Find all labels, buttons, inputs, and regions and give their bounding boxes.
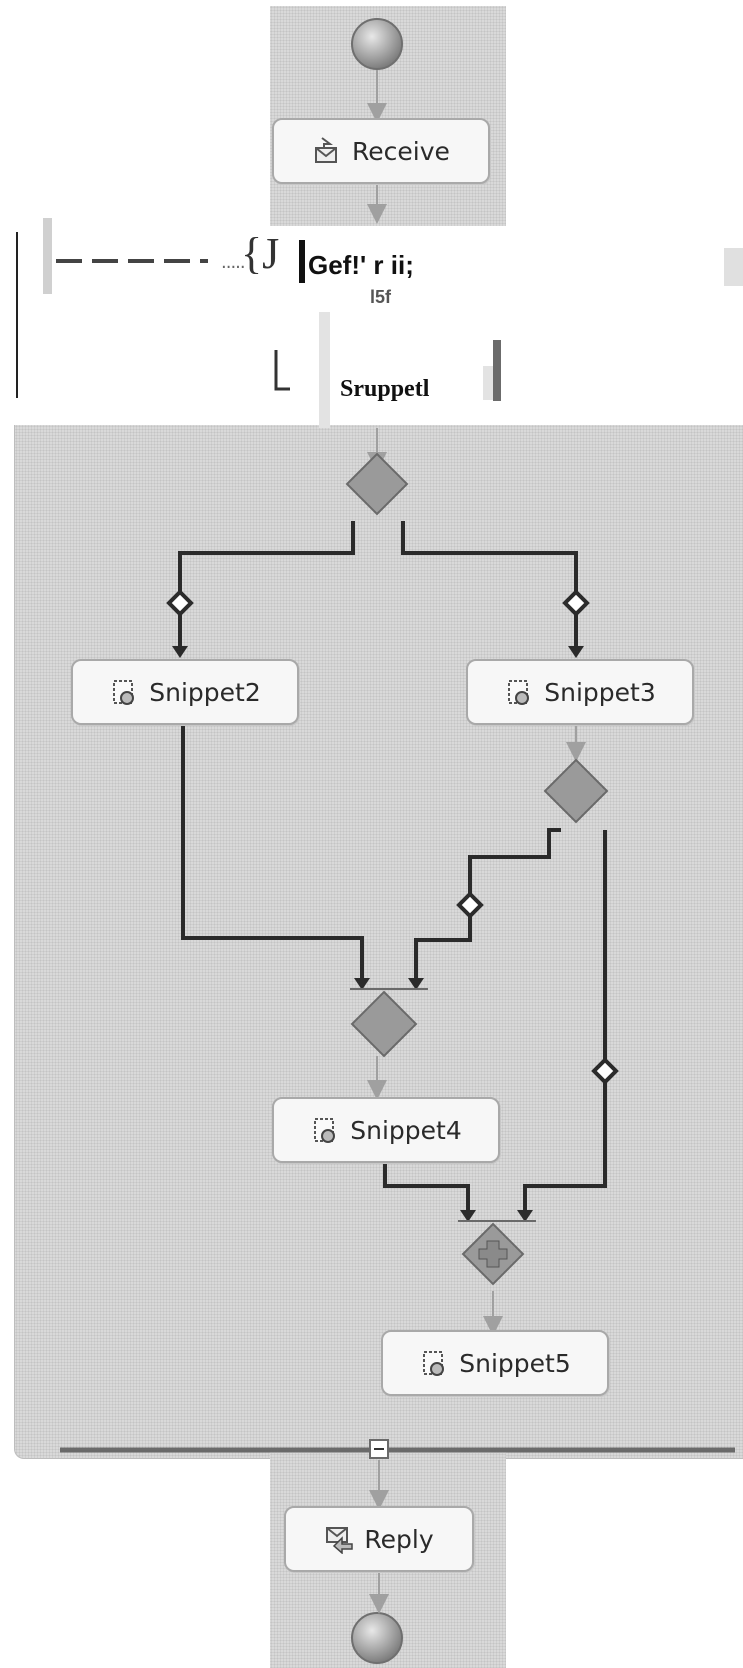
snippet1-frame-left: [319, 312, 330, 428]
sub-fragment: l5f: [370, 287, 392, 307]
receive-icon: [315, 137, 338, 163]
snippet-icon: [314, 1118, 336, 1143]
plus-icon: [478, 1240, 508, 1268]
brace-fragment: {J: [241, 229, 280, 278]
reply-node[interactable]: Reply: [284, 1506, 474, 1572]
gray-bar-right: [724, 248, 743, 286]
snippet5-node[interactable]: Snippet5: [381, 1330, 609, 1396]
snippet2-node[interactable]: Snippet2: [71, 659, 299, 725]
snippet2-label: Snippet2: [149, 677, 261, 707]
snippet-icon: [508, 680, 530, 705]
snippet3-node[interactable]: Snippet3: [466, 659, 694, 725]
condition-marker[interactable]: [456, 891, 484, 919]
link-snippet4-join2: [383, 1162, 470, 1210]
reply-icon: [326, 1527, 354, 1554]
condition-marker[interactable]: [166, 589, 194, 617]
link-gw3-join1: [414, 828, 561, 978]
link-gw3-join2: [523, 830, 607, 1210]
link-fork-snippet2: [178, 521, 355, 646]
snippet4-label: Snippet4: [350, 1115, 462, 1145]
snippet1-frame-right: [483, 366, 494, 400]
snippet-icon: [423, 1351, 445, 1376]
dots-fragment: .....: [221, 252, 246, 273]
join1-gateway[interactable]: [350, 990, 418, 1058]
receive-node[interactable]: Receive: [272, 118, 490, 184]
parallel-activities-area: [14, 425, 743, 1459]
fork-gateway[interactable]: [345, 452, 409, 516]
snippet5-label: Snippet5: [459, 1348, 571, 1378]
gray-bar-left: [43, 218, 52, 294]
snippet1-label[interactable]: Sruppetl: [340, 376, 430, 402]
link-fork-snippet3: [401, 521, 578, 646]
bracket-bar: [299, 240, 305, 283]
end-event-icon[interactable]: [351, 1612, 403, 1664]
condition-marker[interactable]: [562, 589, 590, 617]
corner-mark: [274, 350, 290, 391]
snippet1-bar: [493, 340, 501, 401]
reply-label: Reply: [364, 1524, 434, 1554]
condition-marker[interactable]: [591, 1057, 619, 1085]
link-snippet2-join1: [181, 722, 364, 978]
start-event-icon[interactable]: [351, 18, 403, 70]
snippet-icon: [113, 680, 135, 705]
receive-label: Receive: [352, 136, 450, 166]
snippet4-node[interactable]: Snippet4: [272, 1097, 500, 1163]
snippet3-gateway[interactable]: [543, 758, 609, 824]
snippet3-label: Snippet3: [544, 677, 656, 707]
header-fragment: Gef!' r ii;: [308, 250, 414, 280]
